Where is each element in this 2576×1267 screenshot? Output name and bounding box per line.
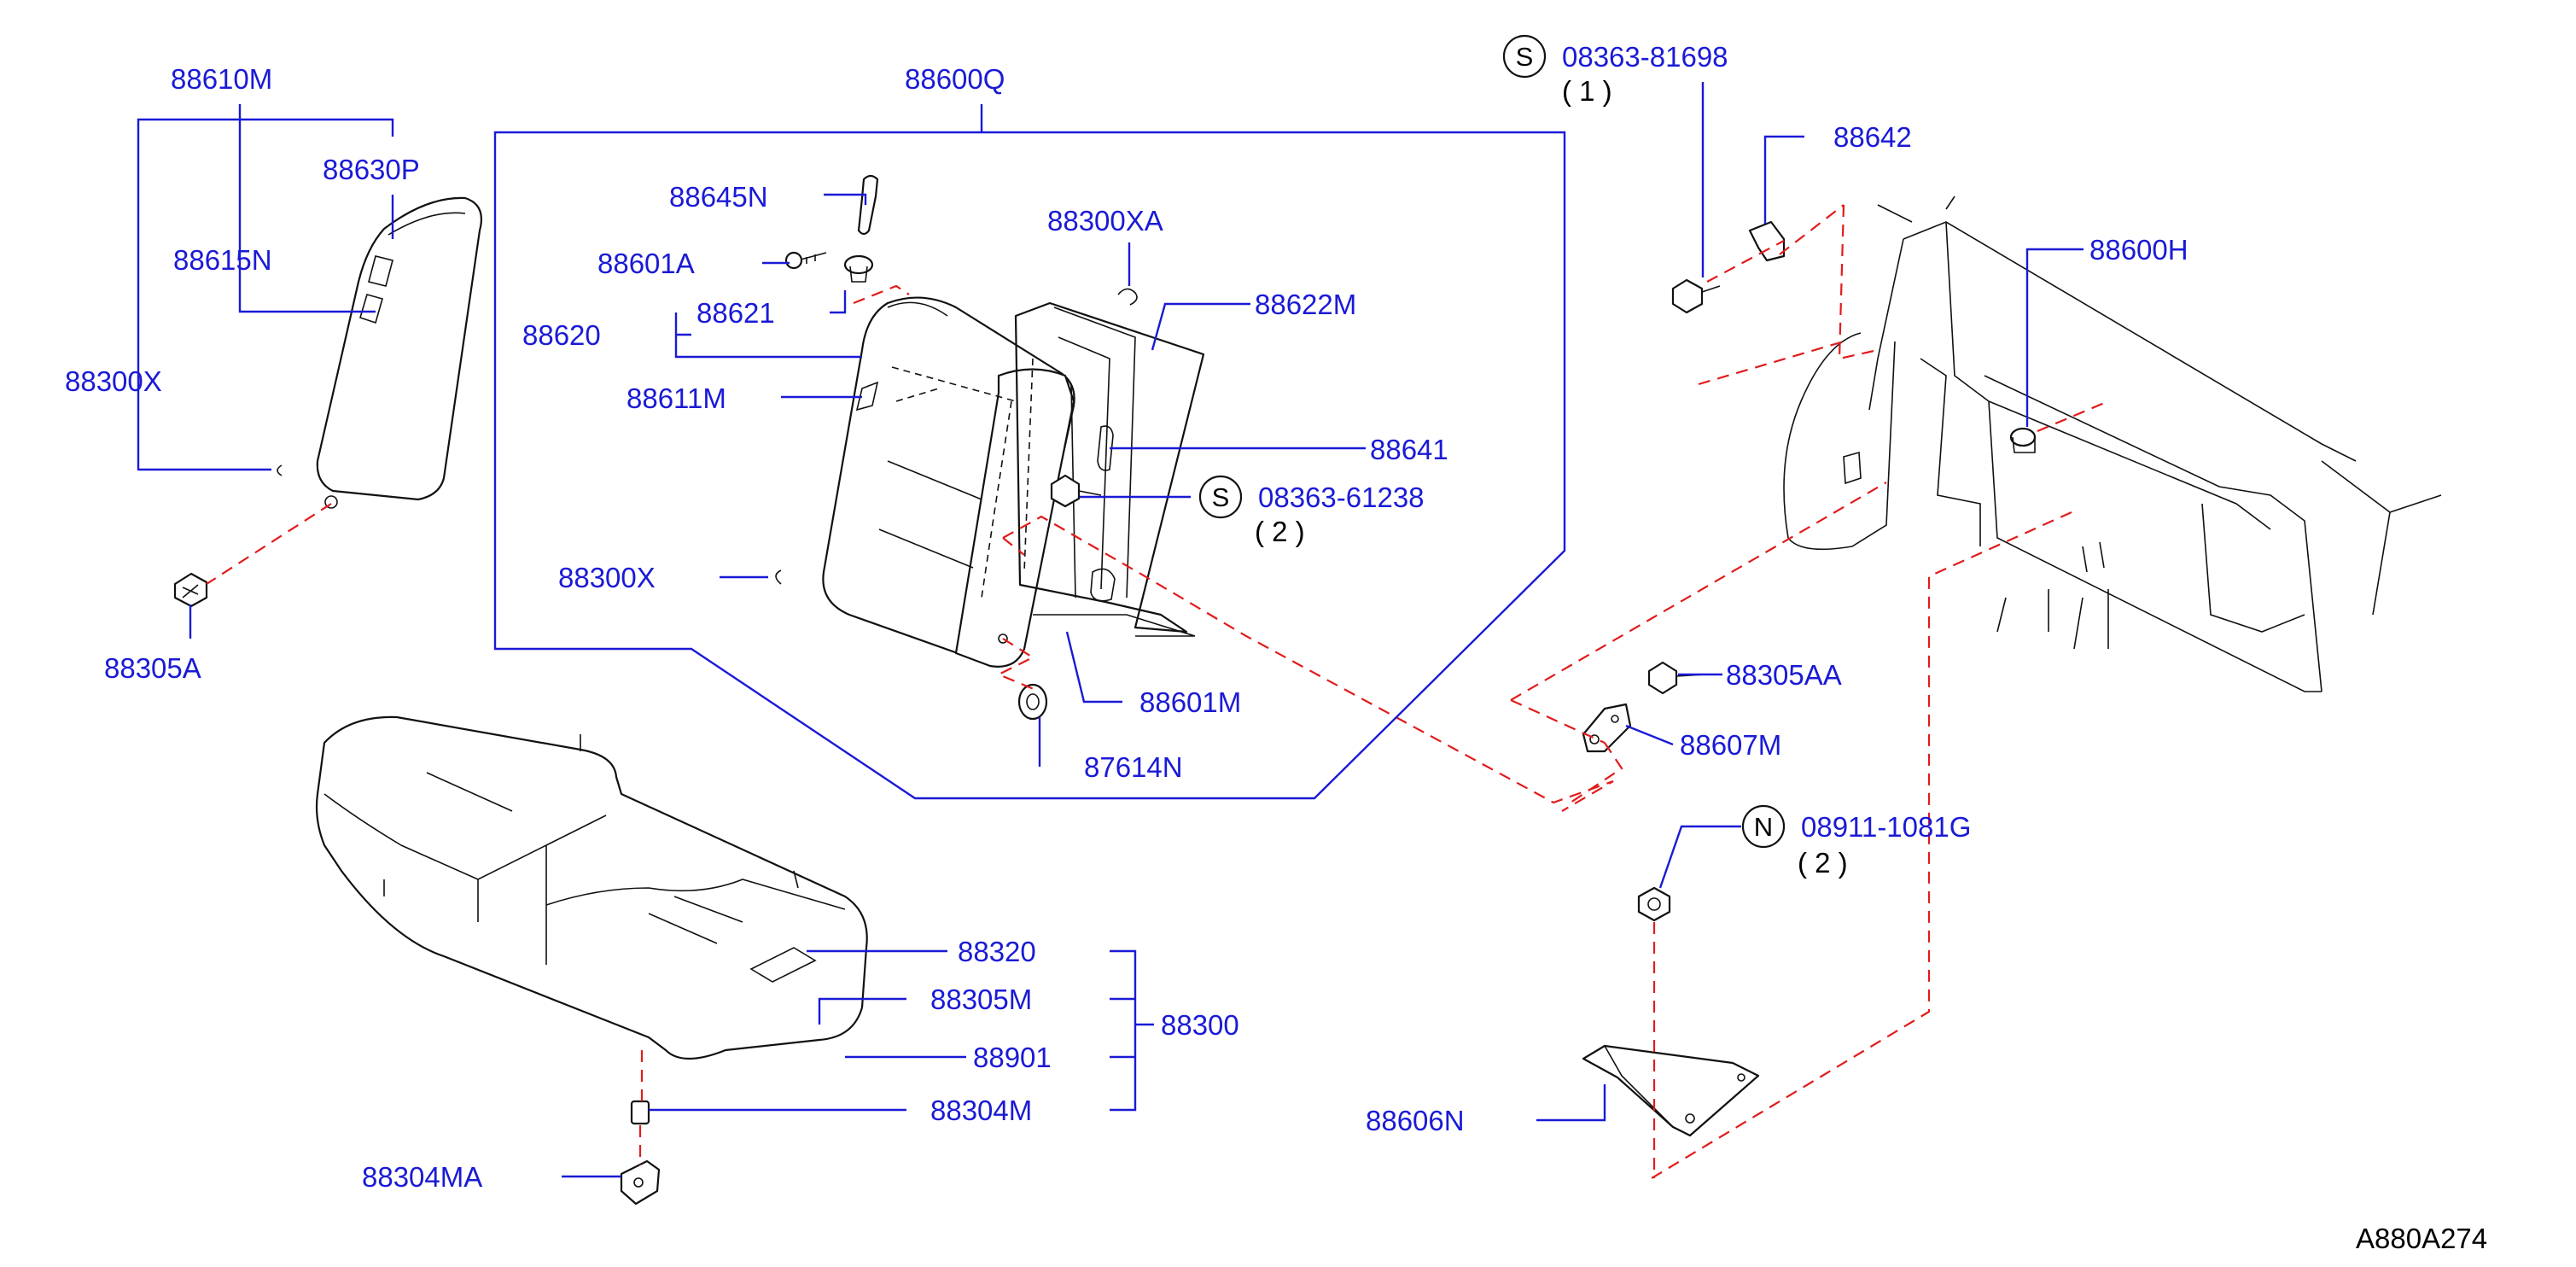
nut-symbol-letter: N [1754,812,1773,842]
part-number-88607M[interactable]: 88607M [1680,729,1781,761]
part-number-88620[interactable]: 88620 [522,319,601,351]
bracket-88606N-part [1582,1044,1760,1137]
clip-88600H-part [2009,427,2037,453]
nut-symbol-n1: N [1741,804,1786,849]
seat-cushion-part [315,715,868,1060]
clip-88300XA-part [1117,288,1138,306]
diagram-reference-code: A880A274 [2356,1223,2487,1254]
alignment-lines [206,204,2109,1179]
part-labels: 88610M 88630P 88615N 88300X 88305A 88600… [65,41,2487,1254]
seat-back-frame-part [1014,301,1205,637]
part-number-88305AA[interactable]: 88305AA [1726,659,1842,691]
screw-symbol-s1: S [1502,34,1547,79]
part-number-88305A[interactable]: 88305A [104,652,201,684]
screw-symbol-letter: S [1516,42,1534,72]
quantity-08363-81698: ( 1 ) [1562,75,1612,107]
part-number-88611M[interactable]: 88611M [627,382,726,414]
part-number-87614N[interactable]: 87614N [1084,751,1183,783]
screw-symbol-letter: S [1212,482,1230,512]
part-number-88621[interactable]: 88621 [696,297,775,329]
part-number-88305M[interactable]: 88305M [930,984,1032,1015]
part-number-88600Q[interactable]: 88600Q [905,63,1005,95]
part-number-88610M[interactable]: 88610M [171,63,272,95]
bracket-88642-part [1748,220,1786,262]
bolt-08363-81698-part [1671,278,1721,314]
part-number-88606N[interactable]: 88606N [1366,1105,1465,1136]
vehicle-body-part [1783,196,2442,692]
part-number-08911-1081G[interactable]: 08911-1081G [1801,811,1971,843]
bracket-88607M-part [1582,703,1632,753]
part-number-88600H[interactable]: 88600H [2089,234,2188,266]
part-number-88642[interactable]: 88642 [1833,121,1912,153]
part-number-88622M[interactable]: 88622M [1255,289,1356,320]
hook-88645N-part [857,174,879,236]
seat-back-part [822,296,1075,668]
part-number-88615N[interactable]: 88615N [173,244,272,276]
quantity-08363-61238: ( 2 ) [1255,516,1305,547]
part-number-88641[interactable]: 88641 [1370,434,1448,465]
part-number-88304M[interactable]: 88304M [930,1095,1032,1126]
nut-08911-1081G-part [1637,886,1671,922]
bolt-88305AA-part [1647,661,1706,695]
part-number-88300X-left[interactable]: 88300X [65,365,162,397]
part-number-88300X-mid[interactable]: 88300X [558,562,656,593]
screw-88601A-part [784,251,827,270]
bolt-88305A-part [173,572,208,608]
part-number-88901[interactable]: 88901 [973,1042,1052,1073]
hook-88304M-part [630,1100,650,1125]
screw-symbol-s2: S [1198,475,1243,519]
quantity-08911-1081G: ( 2 ) [1798,847,1848,879]
part-number-88601M[interactable]: 88601M [1139,686,1241,718]
part-number-88645N[interactable]: 88645N [669,181,768,213]
grommet-87614N-part [1017,683,1048,721]
part-number-88304MA[interactable]: 88304MA [362,1161,482,1193]
part-number-08363-81698[interactable]: 08363-81698 [1562,41,1728,73]
part-number-88300XA[interactable]: 88300XA [1047,205,1163,236]
part-number-88320[interactable]: 88320 [958,936,1036,967]
hook-88304MA-part [620,1159,661,1206]
bolt-08363-61238-part [1050,474,1102,508]
clip-88300X-mid-part [775,569,782,585]
leader-lines [137,82,2084,1178]
side-bolster-part [277,196,483,509]
part-number-88630P[interactable]: 88630P [323,154,420,185]
part-number-08363-61238[interactable]: 08363-61238 [1258,482,1425,513]
grommet-88621-part [843,254,874,283]
part-number-88300[interactable]: 88300 [1161,1009,1239,1041]
part-number-88601A[interactable]: 88601A [597,248,695,279]
